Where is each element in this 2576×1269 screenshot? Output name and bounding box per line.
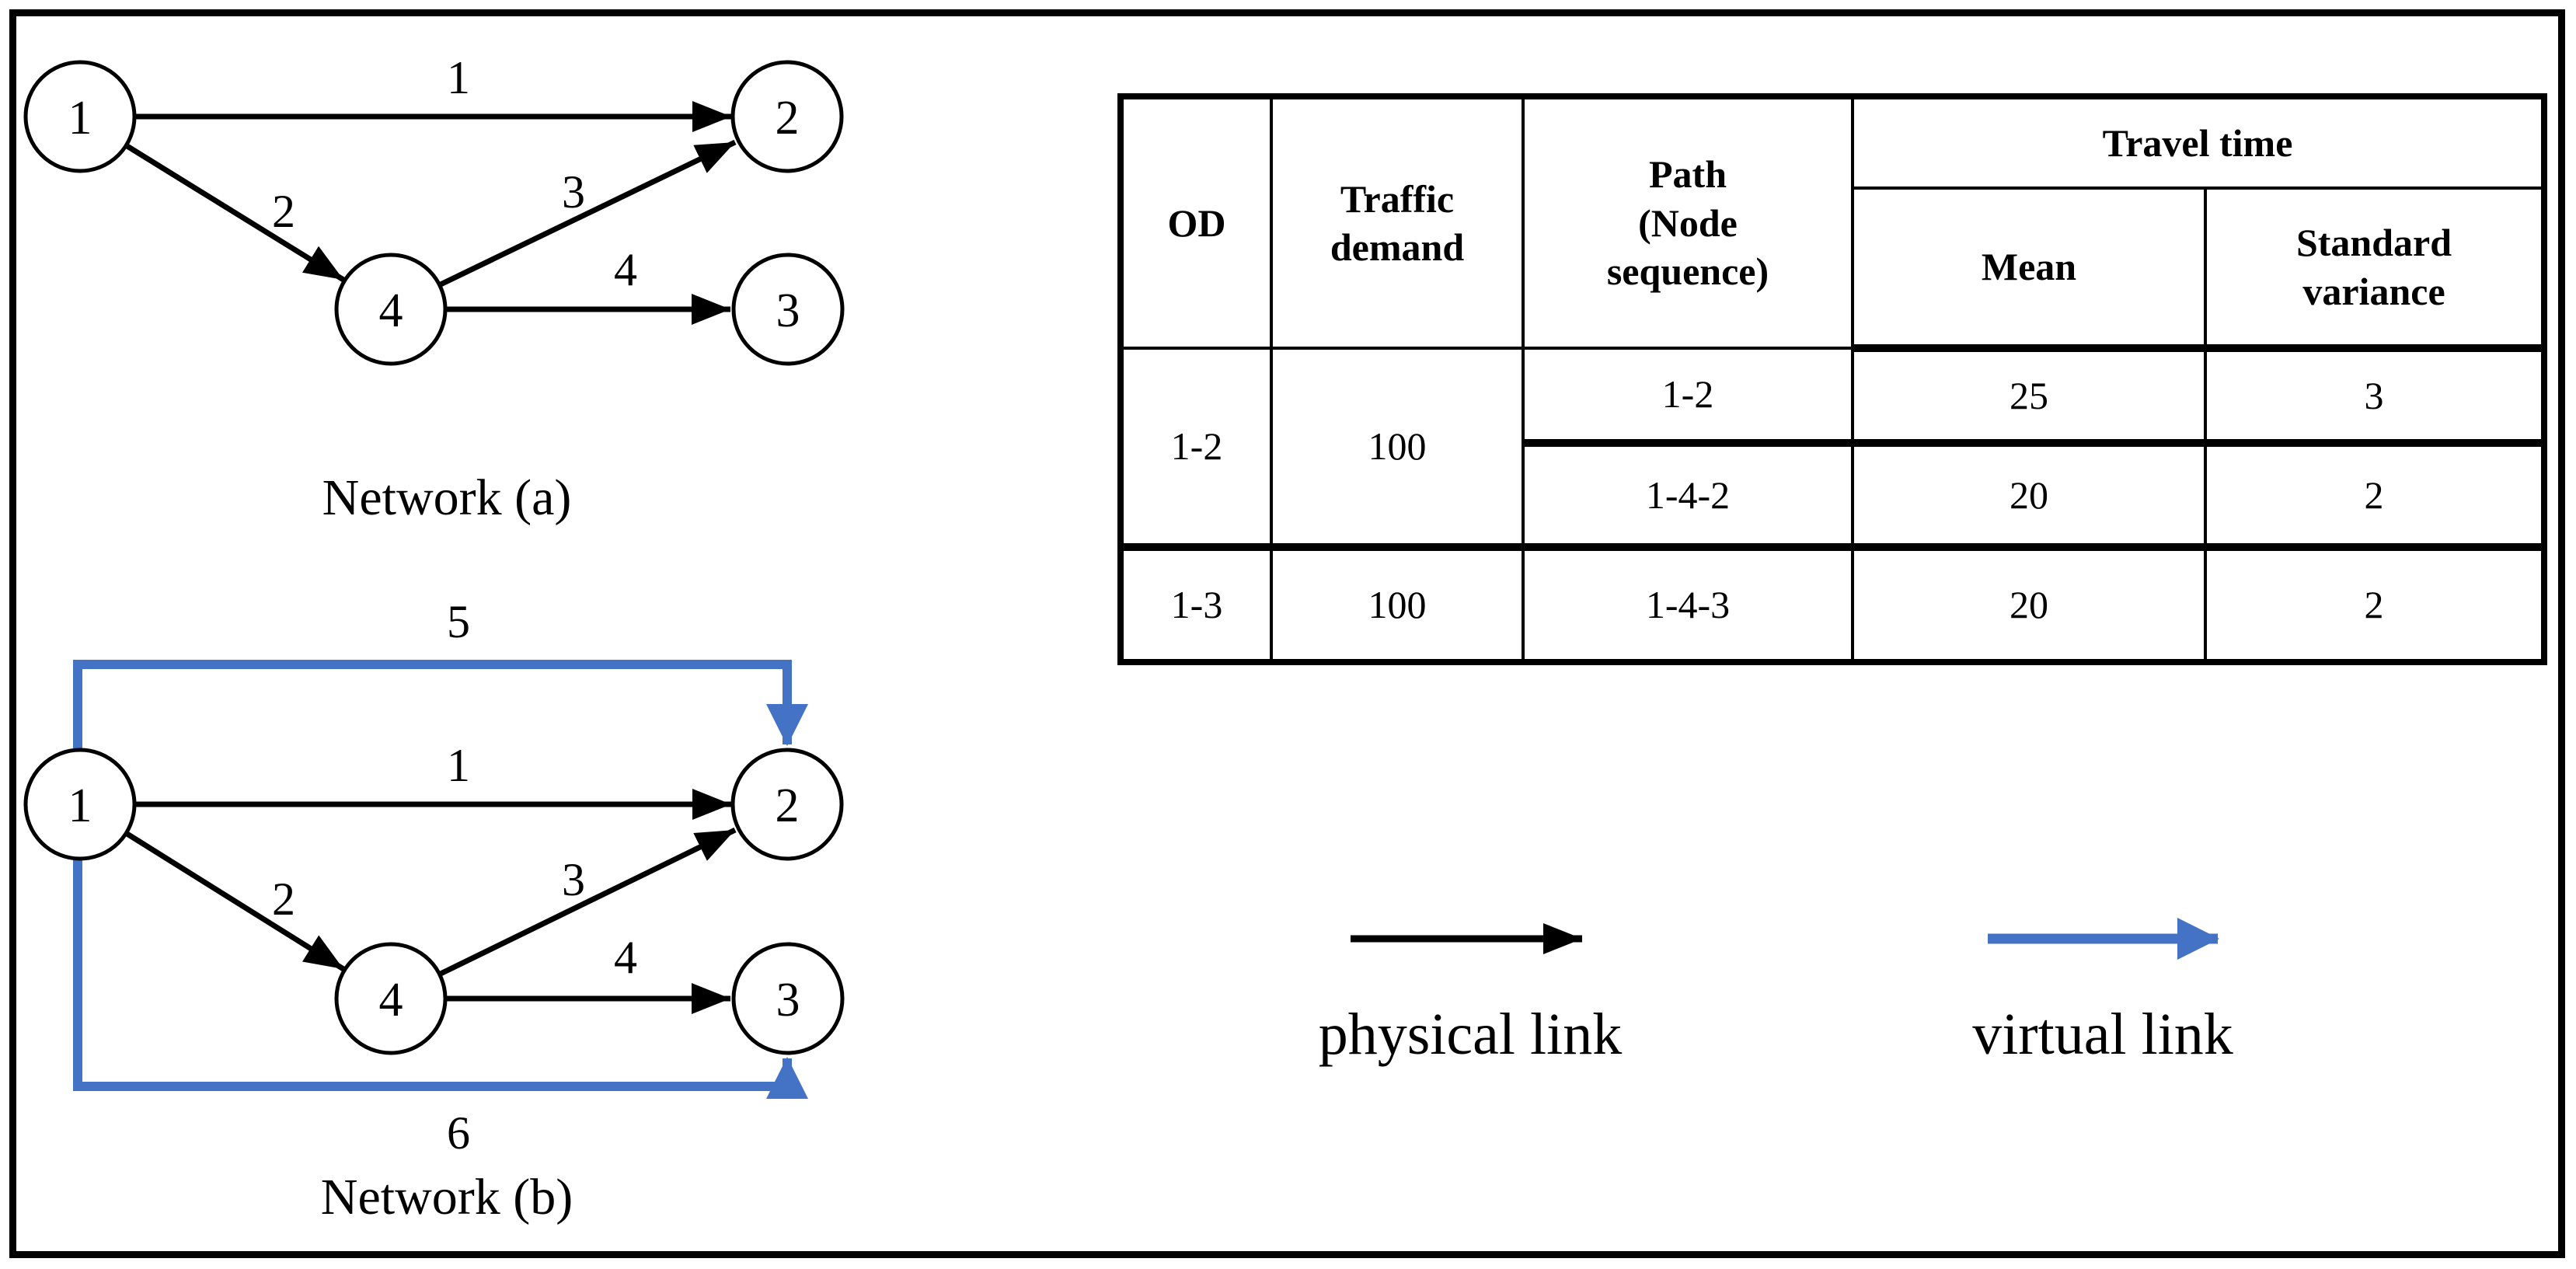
table-header-standard-variance: Standard variance: [2204, 187, 2546, 352]
cell-mean-path-1-4-3: 20: [1851, 546, 2207, 664]
network-a-link-3: [439, 139, 737, 288]
table-row: 1-3 100 1-4-3 20 2: [1119, 546, 2546, 664]
network-b-link-1-label: 1: [447, 740, 470, 791]
cell-std-path-1-4-3: 2: [2204, 546, 2546, 664]
physical-link-arrow-icon: [1351, 923, 1582, 954]
table-header-path-line1: Path: [1649, 152, 1727, 197]
cell-std-path-1-2: 3: [2204, 347, 2546, 447]
table-header-path-line2: (Node: [1638, 200, 1738, 245]
cell-path-1-4-2: 1-4-2: [1522, 441, 1854, 551]
network-b-figure: 1 2 4 3 1 2 3 4 5 6 Network (b): [23, 596, 845, 1225]
table-header-path-line3: sequence): [1606, 249, 1769, 294]
network-a-node-1-circle: [23, 60, 137, 173]
network-b-virtual-link-6: [73, 804, 808, 1099]
network-a-link-2: [124, 143, 345, 282]
network-a-caption: Network (a): [322, 469, 572, 526]
table-row: 1-4-2 20 2: [1121, 441, 2546, 551]
network-b-node-1-circle: [23, 748, 137, 861]
network-b-virtual-link-5: [73, 660, 808, 804]
network-b-node-1-label: 1: [68, 779, 92, 832]
cell-demand-od-1-2: 100: [1270, 347, 1525, 551]
table-header-standard-variance-line2: variance: [2302, 269, 2445, 313]
cell-std-path-1-4-2: 2: [2204, 441, 2546, 551]
network-a-node-4-label: 4: [379, 284, 403, 337]
table-header-mean: Mean: [1851, 187, 2207, 352]
network-b-node-3-label: 3: [776, 974, 800, 1027]
cell-mean-path-1-4-2: 20: [1851, 441, 2207, 551]
table-header-od: OD: [1119, 95, 1273, 350]
network-b-link-4-label: 4: [614, 932, 637, 983]
cell-path-1-4-3: 1-4-3: [1522, 546, 1854, 664]
network-a-node-4-circle: [334, 253, 448, 366]
cell-od-1-3: 1-3: [1119, 546, 1273, 664]
network-a-link-1-label: 1: [447, 52, 470, 103]
cell-path-1-2: 1-2: [1522, 347, 1854, 447]
network-a-node-3-circle: [731, 253, 845, 366]
network-b-link-2: [124, 831, 345, 971]
network-b-node-2-label: 2: [776, 779, 800, 832]
table-header-standard-variance-line1: Standard: [2295, 221, 2452, 264]
network-b-caption: Network (b): [321, 1169, 573, 1225]
network-a-link-4-label: 4: [614, 244, 637, 295]
od-travel-time-table: OD Traffic demand Path (Node sequence) T…: [1117, 93, 2547, 665]
network-a-node-2-circle: [730, 60, 844, 173]
network-b-virtual-link-6-label: 6: [447, 1107, 470, 1159]
physical-link-label: physical link: [1318, 1002, 1623, 1067]
network-b-link-3: [439, 827, 737, 977]
table-header-path: Path (Node sequence): [1522, 95, 1854, 350]
table-header-traffic-demand: Traffic demand: [1270, 95, 1525, 350]
network-diagrams: 1 2 4 3 1 2 3 4 Network (a) 1 2 4 3 1 2 …: [23, 52, 845, 1225]
network-a-node-2-label: 2: [776, 92, 800, 145]
network-a-link-2-label: 2: [272, 186, 295, 237]
table-header-traffic-demand-line1: Traffic: [1340, 176, 1455, 221]
network-b-node-2-circle: [730, 748, 844, 861]
network-a-node-1-label: 1: [68, 92, 92, 145]
network-a-link-3-label: 3: [562, 166, 585, 218]
network-a-node-3-label: 3: [776, 284, 800, 337]
table-header-traffic-demand-line2: demand: [1330, 225, 1465, 269]
cell-mean-path-1-2: 25: [1851, 347, 2207, 447]
virtual-link-label: virtual link: [1972, 1002, 2233, 1067]
cell-od-1-2: 1-2: [1119, 347, 1273, 551]
table-header-travel-time: Travel time: [1851, 95, 2546, 190]
network-b-link-2-label: 2: [272, 873, 295, 925]
network-b-virtual-link-5-label: 5: [447, 596, 470, 647]
table-row: 1-2 100 1-2 25 3: [1119, 347, 2546, 551]
network-b-node-4-label: 4: [379, 974, 403, 1027]
network-b-node-4-circle: [334, 942, 448, 1055]
cell-demand-od-1-3: 100: [1270, 546, 1525, 664]
network-b-node-3-circle: [731, 942, 845, 1055]
network-b-link-3-label: 3: [562, 854, 585, 905]
network-a-figure: 1 2 4 3 1 2 3 4 Network (a): [23, 52, 845, 526]
virtual-link-arrow-icon: [1988, 918, 2219, 960]
